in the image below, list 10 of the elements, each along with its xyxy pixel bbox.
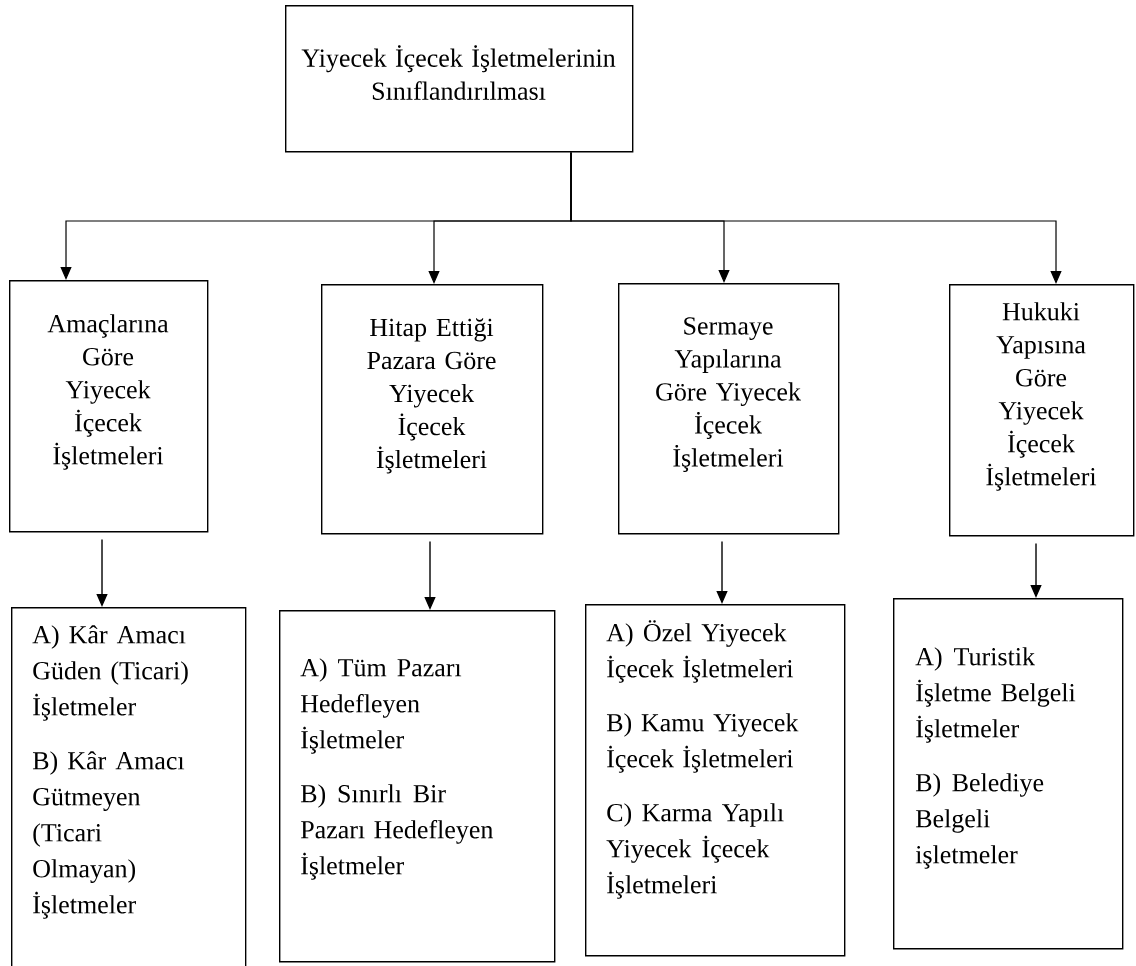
category-box: Hitap Ettiği Pazara Göre Yiyecek İçecek İşletmeleri bbox=[321, 284, 544, 535]
category-box: A) Kâr Amacı Güden (Ticari) İşletmeler B) Kâr Amacı Gütmeyen (Ticari Olmayan) İşletmeler bbox=[11, 607, 247, 966]
category-box: Amaçlarına Göre Yiyecek İçecek İşletmeleri bbox=[9, 280, 209, 533]
category-box: A) Turistik İşletme Belgeli İşletmeler B) Belediye Belgeli işletmeler bbox=[893, 597, 1124, 950]
category-box: A) Tüm Pazarı Hedefleyen İşletmeler B) Sınırlı Bir Pazarı Hedefleyen İşletmeler bbox=[279, 610, 556, 963]
category-box: Hukuki Yapısına Göre Yiyecek İçecek İşletmeleri bbox=[949, 284, 1135, 537]
arrow bbox=[570, 151, 1062, 284]
category-box: Sermaye Yapılarına Göre Yiyecek İçecek İşletmeleri bbox=[618, 283, 840, 535]
category-box: A) Özel Yiyecek İçecek İşletmeleri B) Kamu Yiyecek İçecek İşletmeleri C) Karma Yapılı Yiyecek İçecek İşletmeleri bbox=[585, 603, 846, 957]
category-box: Yiyecek İçecek İşletmelerinin Sınıflandırılması bbox=[285, 5, 634, 153]
